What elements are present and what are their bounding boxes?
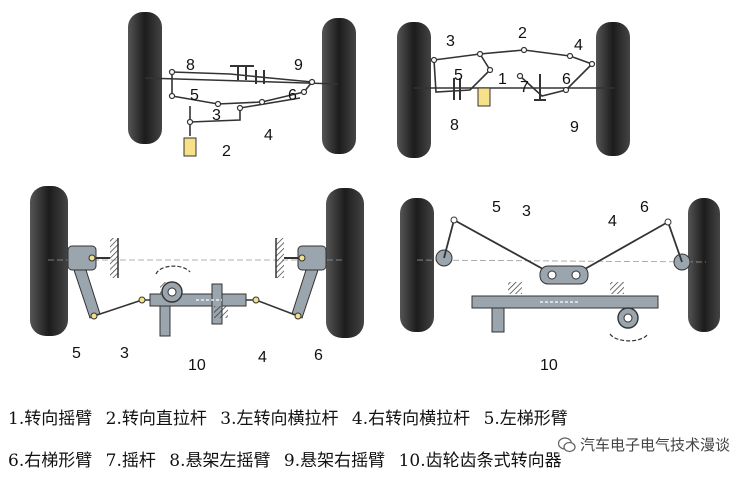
link-5-6 <box>171 91 305 105</box>
label-br-3: 3 <box>522 203 531 220</box>
legend-item-2: 2.转向直拉杆 <box>105 409 207 429</box>
steering-box-tl <box>183 137 197 157</box>
wheel-br-right <box>688 198 720 332</box>
wheel-br-left <box>400 198 434 332</box>
tie-rod-bl-left <box>93 299 156 317</box>
arm-5-1 <box>433 53 492 93</box>
label-tr-3: 3 <box>446 33 455 50</box>
tie-rod-br-right <box>575 221 669 275</box>
legend-item-8: 8.悬架左摇臂 <box>169 451 271 471</box>
legend-item-7: 7.摇杆 <box>105 451 156 471</box>
wheel-tr-left <box>397 22 431 158</box>
legend-row-1: 1.转向摇臂 2.转向直拉杆 3.左转向横拉杆 4.右转向横拉杆 5.左梯形臂 <box>8 404 742 429</box>
legend-item-9: 9.悬架右摇臂 <box>283 451 386 471</box>
trapezoid-arm-bl-right <box>291 269 319 319</box>
wheel-bl-left <box>30 186 68 336</box>
label-tl-4: 4 <box>264 127 273 144</box>
legend-item-4: 4.右转向横拉杆 <box>351 409 471 429</box>
legend-item-3: 3.左转向横拉杆 <box>220 409 339 429</box>
label-tl-6: 6 <box>288 87 297 104</box>
label-bl-3: 3 <box>120 345 129 362</box>
wechat-logo-icon <box>558 436 576 452</box>
label-tl-2: 2 <box>222 143 231 160</box>
label-bl-10: 10 <box>188 357 206 374</box>
label-tl-5: 5 <box>190 87 199 104</box>
arm-7-6 <box>519 63 593 97</box>
panel-top-left: 8 9 5 6 3 2 4 <box>128 12 356 160</box>
axle-tl <box>144 77 339 85</box>
label-tr-2: 2 <box>518 25 527 42</box>
panel-bottom-left: 5 3 10 4 6 <box>30 186 364 374</box>
watermark: 汽车电子电气技术漫谈 <box>558 434 731 455</box>
steering-linkage-diagram: 8 9 5 6 3 2 4 3 2 4 5 1 7 6 8 <box>30 12 720 374</box>
panel-bottom-right: 5 3 4 6 10 <box>400 198 720 374</box>
tie-rod-bl-right <box>240 299 299 317</box>
label-bl-5: 5 <box>72 345 81 362</box>
label-tr-5: 5 <box>454 67 463 84</box>
trapezoid-arm-bl-left <box>73 269 101 319</box>
label-tr-7: 7 <box>520 79 529 96</box>
label-br-10: 10 <box>540 357 558 374</box>
wheel-bl-right <box>326 188 364 338</box>
label-tl-8: 8 <box>186 57 195 74</box>
panel-top-right: 3 2 4 5 1 7 6 8 9 <box>397 22 630 158</box>
watermark-text: 汽车电子电气技术漫谈 <box>580 436 731 454</box>
legend-item-1: 1.转向摇臂 <box>8 409 93 429</box>
label-bl-6: 6 <box>314 347 323 364</box>
center-link-br <box>539 265 589 285</box>
label-tr-4: 4 <box>574 37 583 54</box>
label-tl-9: 9 <box>294 57 303 74</box>
trapezoid-arm-br-right <box>667 221 683 263</box>
link-2-4 <box>189 97 301 123</box>
legend-item-5: 5.左梯形臂 <box>483 409 568 429</box>
label-br-4: 4 <box>608 213 617 230</box>
label-br-6: 6 <box>640 199 649 216</box>
label-tr-6: 6 <box>562 71 571 88</box>
label-bl-4: 4 <box>258 349 267 366</box>
label-tr-9: 9 <box>570 119 579 136</box>
arm-8-9 <box>171 71 313 83</box>
label-br-5: 5 <box>492 199 501 216</box>
wheel-tr-right <box>596 22 630 156</box>
trapezoid-arm-br-left <box>443 219 455 259</box>
label-tr-8: 8 <box>450 117 459 134</box>
steering-box-tr <box>477 87 491 107</box>
label-tr-1: 1 <box>498 71 507 88</box>
wheel-tl-right <box>322 18 356 154</box>
legend-row-2: 6.右梯形臂 7.摇杆 8.悬架左摇臂 9.悬架右摇臂 10.齿轮齿条式转向器 <box>8 446 742 471</box>
legend-item-10: 10.齿轮齿条式转向器 <box>398 451 562 471</box>
tie-rod-br-left <box>453 219 553 275</box>
label-tl-3: 3 <box>212 107 221 124</box>
legend-item-6: 6.右梯形臂 <box>8 451 93 471</box>
